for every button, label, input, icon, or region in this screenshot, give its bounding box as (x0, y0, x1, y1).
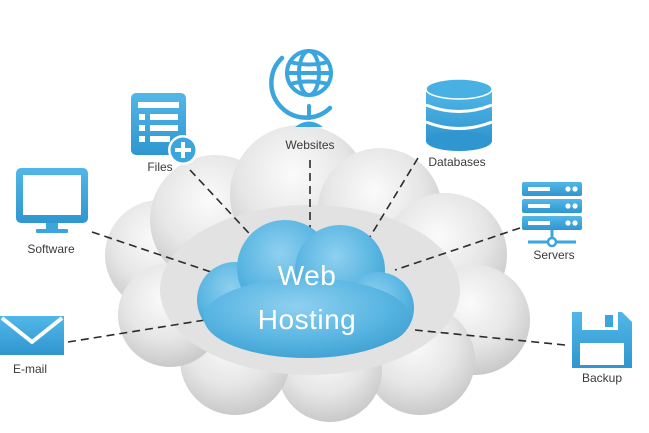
backup-label: Backup (581, 371, 623, 385)
server-rack-icon (522, 182, 582, 248)
floppy-disk-icon (572, 312, 632, 368)
servers-label: Servers (533, 248, 575, 262)
connector-software (91, 231, 221, 276)
connector-databases (364, 157, 419, 246)
document-add-icon (131, 93, 198, 165)
center-title-line2: Hosting (257, 304, 357, 335)
connector-email (67, 319, 206, 343)
databases-label: Databases (428, 155, 486, 169)
files-label: Files (147, 160, 173, 174)
websites-label: Websites (285, 138, 335, 152)
connectors (67, 157, 566, 346)
monitor-icon (16, 168, 88, 233)
globe-icon (269, 49, 333, 127)
connector-files (189, 169, 261, 246)
software-label: Software (27, 242, 75, 256)
envelope-icon (0, 316, 64, 355)
email-label: E-mail (12, 362, 48, 376)
database-icon (425, 78, 493, 151)
web-hosting-cloud (197, 220, 414, 358)
center-title-line1: Web (277, 260, 337, 291)
connector-servers (394, 227, 521, 271)
